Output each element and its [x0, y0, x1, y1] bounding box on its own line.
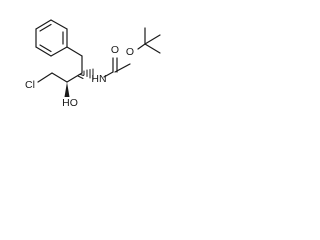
ring-bond — [50, 19, 68, 30]
molecule-diagram: Cl HO HN O O — [0, 0, 199, 144]
molecule-structure: Cl HO HN O O — [25, 19, 161, 109]
benzene-ring — [35, 19, 68, 57]
n-carbonyl-bond — [103, 71, 114, 78]
c3-c2-bond — [66, 72, 83, 83]
tbu-methyl-bond — [144, 34, 161, 45]
ring-double-bond — [39, 44, 52, 53]
atom-carbonyl-o: O — [126, 46, 134, 58]
hashed-bond — [77, 74, 84, 79]
ring-double-bond — [39, 23, 52, 32]
ring-bond — [50, 46, 68, 57]
o-tbu-bond — [137, 43, 146, 50]
atom-chlorine: Cl — [25, 79, 35, 91]
stereo-hash-to-n — [83, 68, 94, 80]
stereo-wedge-oh — [64, 82, 70, 97]
ring-bond — [35, 19, 52, 30]
ring-bond — [35, 46, 52, 57]
c-o-ester-bond — [114, 63, 131, 73]
benzyl-bond — [66, 46, 83, 57]
atom-hydroxyl: HO — [62, 97, 78, 109]
atom-ester-o: O — [111, 44, 119, 56]
atom-amide-n: HN — [91, 73, 106, 85]
c1-cl-bond — [37, 72, 53, 83]
tbu-methyl-bond — [144, 43, 161, 54]
c2-c1-bond — [51, 72, 68, 83]
